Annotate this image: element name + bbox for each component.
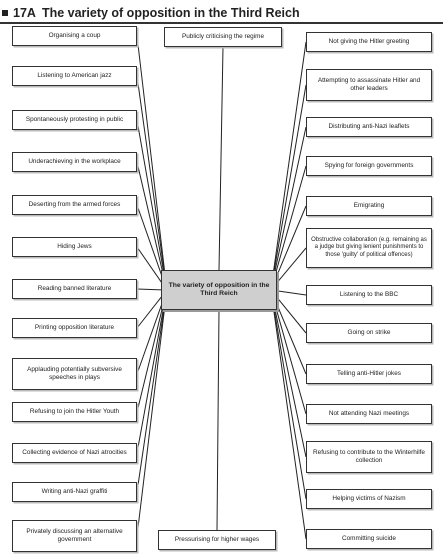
node-printing-opposition-literature: Printing opposition literature <box>12 318 137 338</box>
connector-line <box>272 205 307 286</box>
connector-line <box>272 304 307 540</box>
connector-line <box>136 35 166 275</box>
node-pressurising-higher-wages: Pressurising for higher wages <box>158 530 276 550</box>
node-organising-coup: Organising a coup <box>12 26 137 46</box>
node-not-attending-nazi-meetings: Not attending Nazi meetings <box>306 404 432 424</box>
heading-rule <box>0 22 443 24</box>
connector-line <box>136 294 166 375</box>
heading-bullet-icon <box>2 10 8 16</box>
heading-code: 17A <box>13 6 36 20</box>
node-collecting-evidence-atrocities: Collecting evidence of Nazi atrocities <box>12 443 137 463</box>
node-telling-anti-hitler-jokes: Telling anti-Hitler jokes <box>306 364 432 384</box>
connector-line <box>272 294 307 375</box>
node-applauding-subversive-speeches: Applauding potentially subversive speech… <box>12 358 137 390</box>
connector-line <box>136 75 166 278</box>
connector-line <box>272 41 307 276</box>
connector-line <box>136 299 166 454</box>
connector-line <box>272 126 307 281</box>
diagram-heading: 17A The variety of opposition in the Thi… <box>2 3 443 23</box>
connector-line <box>218 46 224 271</box>
node-hiding-jews: Hiding Jews <box>12 237 137 257</box>
connector-line <box>216 309 220 531</box>
node-spontaneously-protesting: Spontaneously protesting in public <box>12 110 137 130</box>
node-refusing-hitler-youth: Refusing to join the Hitler Youth <box>12 402 137 422</box>
connector-line <box>136 288 166 291</box>
node-underachieving-in-workplace: Underachieving in the workplace <box>12 152 137 172</box>
connector-line <box>272 292 307 334</box>
node-privately-discussing-government: Privately discussing an alternative gove… <box>12 520 137 552</box>
connector-line <box>272 84 307 278</box>
connector-line <box>136 302 166 493</box>
node-publicly-criticising-regime: Publicly criticising the regime <box>164 27 282 47</box>
node-writing-anti-nazi-graffiti: Writing anti-Nazi graffiti <box>12 482 137 502</box>
node-helping-victims-of-nazism: Helping victims of Nazism <box>306 489 432 509</box>
connector-line <box>272 297 307 415</box>
connector-line <box>136 246 166 288</box>
node-emigrating: Emigrating <box>306 196 432 216</box>
node-going-on-strike: Going on strike <box>306 323 432 343</box>
node-distributing-leaflets: Distributing anti-Nazi leaflets <box>306 117 432 137</box>
connector-line <box>272 247 307 288</box>
node-attempting-assassination: Attempting to assassinate Hitler and oth… <box>306 69 432 101</box>
node-obstructive-collaboration: Obstructive collaboration (e.g. remainin… <box>306 228 432 268</box>
node-not-giving-hitler-greeting: Not giving the Hitler greeting <box>306 32 432 52</box>
heading-title: The variety of opposition in the Third R… <box>41 6 300 20</box>
node-spying-foreign-governments: Spying for foreign governments <box>306 156 432 176</box>
connector-line <box>272 289 307 296</box>
central-node: The variety of opposition in the Third R… <box>161 270 277 310</box>
node-deserting-armed-forces: Deserting from the armed forces <box>12 195 137 215</box>
connector-line <box>272 299 307 458</box>
node-listening-to-american-jazz: Listening to American jazz <box>12 66 137 86</box>
connector-line <box>136 304 166 537</box>
connector-line <box>136 161 166 283</box>
node-committing-suicide: Committing suicide <box>306 529 432 549</box>
node-refusing-winterhilfe: Refusing to contribute to the Winterhilf… <box>306 441 432 473</box>
connector-line <box>136 119 166 280</box>
node-reading-banned-literature: Reading banned literature <box>12 279 137 299</box>
connector-line <box>136 204 166 286</box>
connector-line <box>272 302 307 500</box>
connector-line <box>272 165 307 283</box>
connector-line <box>136 297 166 413</box>
connector-line <box>136 291 166 329</box>
node-listening-to-bbc: Listening to the BBC <box>306 285 432 305</box>
